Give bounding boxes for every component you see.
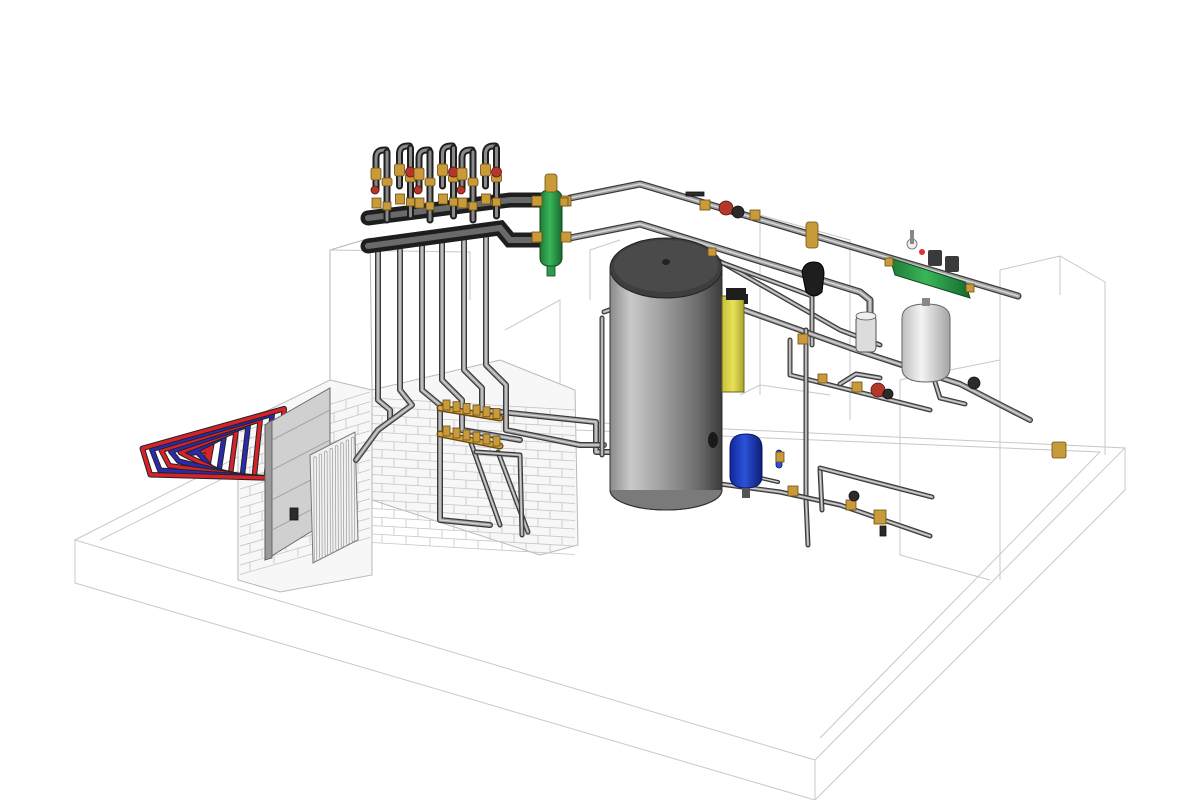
vertical-drop: [803, 327, 811, 548]
valve-icon: [775, 451, 785, 463]
white-vessel-link: [932, 379, 968, 407]
pressure-reducer-icon: [1051, 441, 1067, 459]
valve-icon: [845, 499, 857, 511]
storage-tank: [609, 237, 723, 511]
floor-distribution-manifold: [436, 399, 504, 450]
exchanger-link: [837, 371, 883, 387]
riser-pipe: [439, 237, 523, 443]
manifold-outlet-icon: [482, 406, 491, 418]
air-separator: [801, 261, 825, 297]
plate-heat-exchanger: [855, 311, 877, 353]
expansion-vessel-white: [901, 298, 951, 383]
room-outline: [73, 214, 1127, 800]
manifold-outlet-icon: [452, 401, 461, 413]
riser-pipe: [461, 227, 619, 455]
valve-icon: [559, 197, 569, 207]
radiator: [309, 431, 359, 564]
manifold-leg: [473, 449, 525, 538]
gauge-icon: [848, 490, 860, 502]
low-line-2: [817, 465, 935, 500]
riser-pipe: [483, 227, 607, 448]
manifold-outlet-icon: [462, 429, 471, 441]
manifold-outlet-icon: [462, 402, 471, 414]
manifold-outlet-icon: [442, 399, 451, 411]
pump-group: [394, 142, 416, 220]
pump-station-green: [884, 230, 975, 299]
manifold-outlet-icon: [472, 431, 481, 443]
riser-pipe: [375, 247, 393, 423]
right-line-1: [741, 307, 1033, 423]
manifold-outlet-icon: [482, 433, 491, 445]
pump-group: [480, 142, 502, 220]
hydraulic-separator: [531, 173, 572, 277]
low-drop: [817, 467, 825, 513]
pump-icon: [718, 200, 734, 216]
pump-group: [456, 146, 479, 224]
valve-icon: [289, 507, 299, 521]
valves-and-fittings: [289, 191, 1067, 537]
manifold-outlet-icon: [492, 435, 501, 447]
manifold-outlet-icon: [452, 427, 461, 439]
pump-icon: [882, 388, 894, 400]
check-valve-icon: [749, 209, 761, 221]
pump-group: [370, 146, 393, 224]
pump-groups: [370, 142, 502, 224]
valve-icon: [699, 199, 711, 211]
valve-icon: [797, 333, 809, 345]
manifold-outlet-icon: [492, 408, 501, 419]
pump-group: [413, 146, 436, 224]
gauge-icon: [967, 376, 981, 390]
valve-icon: [851, 381, 863, 393]
pump-icon: [731, 205, 745, 219]
riser-pipe: [353, 247, 415, 463]
manifold-outlet-icon: [472, 404, 481, 416]
right-line-2: [787, 337, 933, 413]
yellow-unit: [721, 288, 748, 393]
valve-icon: [787, 485, 799, 497]
relief-valve-icon: [805, 221, 819, 249]
low-line-1: [717, 481, 933, 539]
valve-icon: [873, 509, 887, 525]
valve-icon: [707, 247, 717, 257]
valve-handle-icon: [879, 525, 887, 537]
valve-handle-icon: [685, 191, 705, 197]
manifold-outlet-icon: [442, 425, 451, 437]
pump-group: [437, 142, 459, 220]
valve-icon: [817, 373, 828, 384]
